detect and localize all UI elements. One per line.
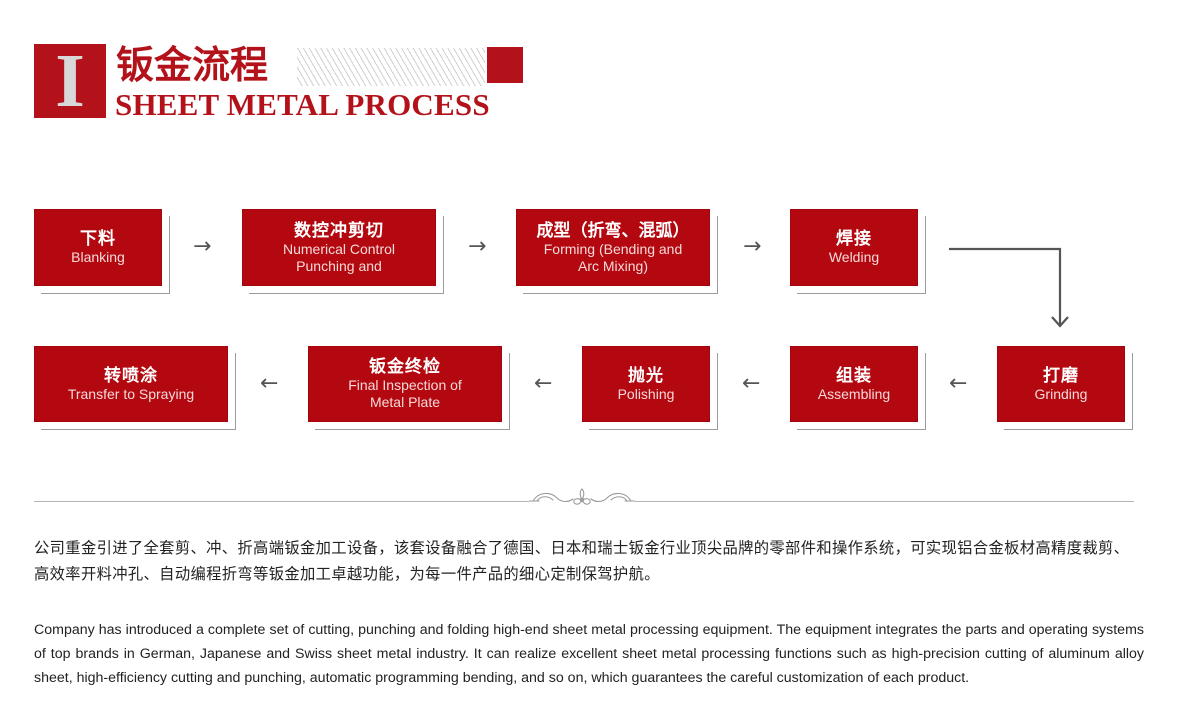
step-label-cn: 组装 (836, 365, 872, 386)
step-label-cn: 转喷涂 (104, 365, 158, 386)
step-grinding: 打磨 Grinding (997, 346, 1125, 422)
flourish-ornament-icon (529, 486, 635, 510)
description-cn: 公司重金引进了全套剪、冲、折高端钣金加工设备，该套设备融合了德国、日本和瑞士钣金… (34, 539, 1130, 583)
elbow-arrowhead (1051, 316, 1069, 328)
arrow-left-icon: ← (260, 371, 279, 396)
step-polishing: 抛光 Polishing (582, 346, 710, 422)
step-label-en: Blanking (71, 249, 125, 265)
section-title-en: SHEET METAL PROCESS (115, 87, 490, 122)
step-final-inspection: 钣金终检 Final Inspection of Metal Plate (308, 346, 502, 422)
elbow-arrow-icon (949, 247, 1069, 328)
step-box: 数控冲剪切 Numerical Control Punching and (242, 209, 436, 286)
step-label-cn: 成型（折弯、混弧） (536, 220, 690, 241)
step-label-cn: 抛光 (628, 365, 664, 386)
step-label-en: Polishing (617, 385, 675, 402)
step-box: 打磨 Grinding (997, 346, 1125, 422)
section-numeral: I (55, 39, 85, 123)
arrow-right-icon: → (468, 234, 487, 259)
step-label-cn: 钣金终检 (369, 357, 441, 377)
step-label-cn: 焊接 (836, 229, 872, 249)
step-label-en: Assembling (817, 385, 891, 402)
step-label-cn: 数控冲剪切 (294, 220, 384, 241)
step-label-cn: 打磨 (1043, 365, 1079, 386)
section-number-block: I (34, 39, 106, 123)
step-label-cn: 下料 (80, 229, 116, 249)
step-box: 成型（折弯、混弧） Forming (Bending and Arc Mixin… (516, 209, 710, 286)
box-shadow (315, 353, 510, 430)
step-assembling: 组装 Assembling (790, 346, 918, 422)
step-label-en: Welding (828, 249, 880, 265)
step-label-en: Numerical Control Punching and (282, 240, 396, 274)
step-box: 组装 Assembling (790, 346, 918, 422)
elbow-connector-line (949, 247, 1062, 326)
step-label-en: Final Inspection of Metal Plate (348, 377, 462, 410)
section-title-cn: 钣金流程 (116, 42, 269, 87)
description-en: Company has introduced a complete set of… (34, 622, 1144, 686)
hatch-decoration (297, 48, 485, 86)
box-shadow (41, 216, 170, 294)
step-box: 下料 Blanking (34, 209, 162, 286)
arrow-left-icon: ← (949, 371, 968, 396)
arrow-right-icon: → (193, 234, 212, 259)
step-box: 焊接 Welding (790, 209, 918, 286)
step-transfer-spraying: 转喷涂 Transfer to Spraying (34, 346, 228, 422)
step-cnc-punching: 数控冲剪切 Numerical Control Punching and (242, 209, 436, 286)
box-shadow (589, 353, 718, 430)
box-shadow (797, 353, 926, 430)
step-welding: 焊接 Welding (790, 209, 918, 286)
step-forming: 成型（折弯、混弧） Forming (Bending and Arc Mixin… (516, 209, 710, 286)
arrow-right-icon: → (743, 234, 762, 259)
box-shadow (249, 216, 444, 294)
box-shadow (523, 216, 718, 294)
step-label-en: Transfer to Spraying (67, 385, 195, 402)
box-shadow (41, 353, 236, 430)
arrow-left-icon: ← (742, 371, 761, 396)
step-box: 钣金终检 Final Inspection of Metal Plate (308, 346, 502, 422)
square-decoration (487, 47, 523, 83)
step-box: 抛光 Polishing (582, 346, 710, 422)
arrow-left-icon: ← (534, 371, 553, 396)
step-label-en: Forming (Bending and Arc Mixing) (543, 240, 683, 274)
box-shadow (797, 216, 926, 294)
step-blanking: 下料 Blanking (34, 209, 162, 286)
box-shadow (1004, 353, 1133, 430)
step-label-en: Grinding (1034, 385, 1088, 402)
step-box: 转喷涂 Transfer to Spraying (34, 346, 228, 422)
